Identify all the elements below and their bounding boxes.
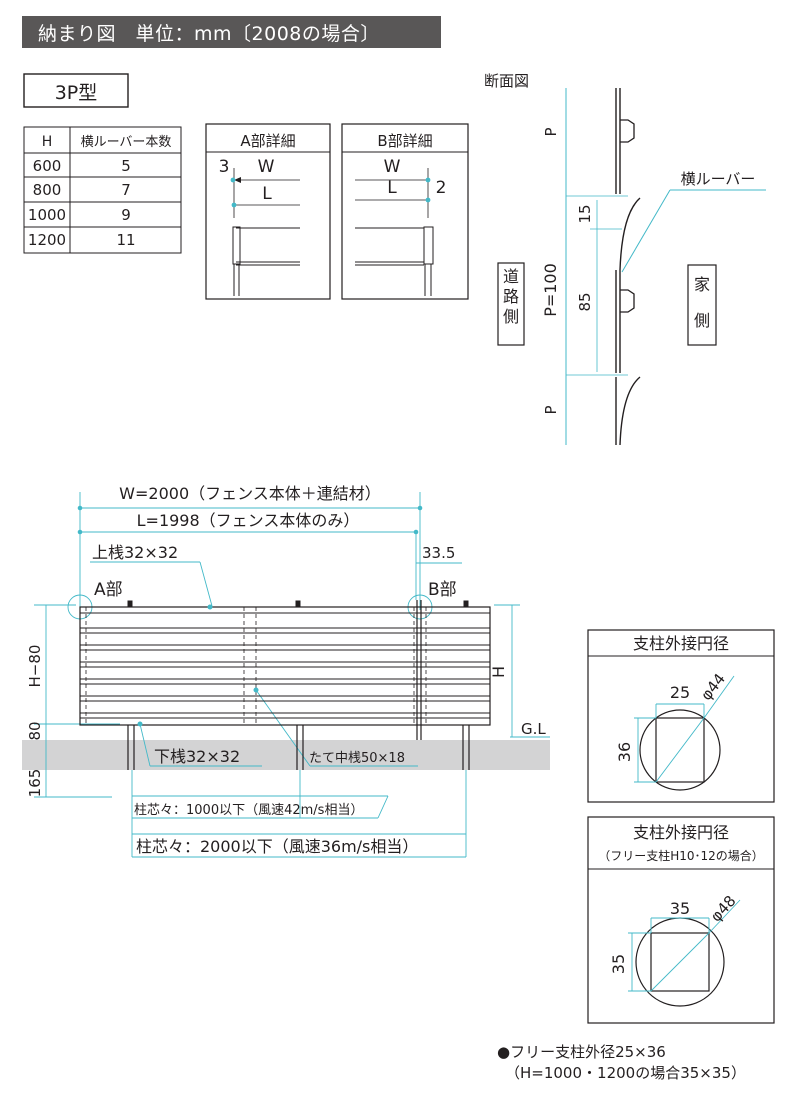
section-dim-15: 15 xyxy=(576,204,594,223)
dim-h-80: H−80 xyxy=(26,645,44,688)
section-title: 断面図 xyxy=(484,72,529,90)
detail-a-marker xyxy=(231,202,237,208)
table-cell: 1000 xyxy=(28,206,66,224)
detail-a-panel xyxy=(205,123,331,300)
section-p-bottom: P xyxy=(542,405,560,414)
table-cell: 5 xyxy=(121,157,131,175)
dim-165: 165 xyxy=(26,769,44,798)
header-bar xyxy=(22,16,441,48)
footnote-line-1: ●フリー支柱外径25×36 xyxy=(497,1043,666,1061)
house-side-label: 家側 xyxy=(694,275,710,330)
post-box-1-dim-25: 25 xyxy=(670,683,690,702)
elevation-drawing xyxy=(22,492,550,858)
post-box-2-subtitle: （フリー支柱H10･12の場合） xyxy=(598,848,764,863)
post-box-1-title: 支柱外接円径 xyxy=(633,634,729,653)
elevation-l-label: L=1998（フェンス本体のみ） xyxy=(137,511,360,530)
post-box-1-dim-36: 36 xyxy=(615,742,634,762)
section-dim-85: 85 xyxy=(576,292,594,311)
post-box-1 xyxy=(587,629,775,803)
detail-b-dim-2: 2 xyxy=(436,178,447,198)
bottom-rail-label: 下桟32×32 xyxy=(154,747,240,766)
detail-a-dim-w: W xyxy=(258,157,275,177)
detail-b-panel xyxy=(341,123,469,300)
table-cell: 800 xyxy=(33,181,62,199)
detail-b-marker xyxy=(425,177,431,183)
detail-b-marker xyxy=(425,197,431,203)
model-label-box xyxy=(23,73,129,108)
part-a-label: A部 xyxy=(94,580,123,600)
post-box-1-dim-phi44: φ44 xyxy=(697,670,729,704)
table-cell: 600 xyxy=(33,157,62,175)
pitch-2000-label: 柱芯々：2000以下（風速36m/s相当） xyxy=(136,837,418,856)
post-box-2-title: 支柱外接円径 xyxy=(633,823,729,842)
pitch-1000-label: 柱芯々：1000以下（風速42m/s相当） xyxy=(134,803,363,818)
post-box-2 xyxy=(587,816,775,1024)
top-rail-label: 上桟32×32 xyxy=(92,543,178,562)
footnote-line-2: （H=1000・1200の場合35×35） xyxy=(505,1064,746,1082)
dim-80: 80 xyxy=(26,721,44,740)
dim-h: H xyxy=(489,666,508,678)
gl-label: G.L xyxy=(521,720,546,738)
mid-post-label: たて中桟50×18 xyxy=(309,751,405,766)
part-b-label: B部 xyxy=(428,580,457,600)
table-cell: 7 xyxy=(121,181,131,199)
section-p-eq: P=100 xyxy=(541,263,560,317)
section-p-top: P xyxy=(542,127,560,136)
road-side-box xyxy=(497,262,525,346)
table-header-h: H xyxy=(42,134,53,150)
post-box-2-dim-35a: 35 xyxy=(670,899,690,918)
section-drawing xyxy=(565,88,766,446)
detail-a-dim-l: L xyxy=(262,184,272,204)
detail-a-title: A部詳細 xyxy=(240,132,295,150)
louver-count-table xyxy=(23,126,182,254)
elevation-w-label: W=2000（フェンス本体＋連結材） xyxy=(119,484,381,503)
table-cell: 11 xyxy=(116,231,135,249)
detail-b-dim-l: L xyxy=(387,178,397,198)
road-side-label: 道路側 xyxy=(503,267,519,326)
detail-b-dim-w: W xyxy=(384,157,401,177)
page-title: 納まり図 単位：mm〔2008の場合〕 xyxy=(38,23,380,45)
house-side-box xyxy=(687,264,717,346)
detail-a-dim-3: 3 xyxy=(219,157,230,177)
post-box-2-dim-35b: 35 xyxy=(609,954,628,974)
table-cell: 1200 xyxy=(28,231,66,249)
table-cell: 9 xyxy=(121,206,131,224)
detail-b-title: B部詳細 xyxy=(377,132,432,150)
post-box-2-dim-phi48: φ48 xyxy=(707,892,740,926)
dim-33-5: 33.5 xyxy=(422,544,455,562)
model-label: 3P型 xyxy=(55,82,98,104)
detail-a-marker xyxy=(230,177,236,183)
table-header-count: 横ルーバー本数 xyxy=(81,135,172,150)
section-louver-label: 横ルーバー xyxy=(681,170,756,188)
